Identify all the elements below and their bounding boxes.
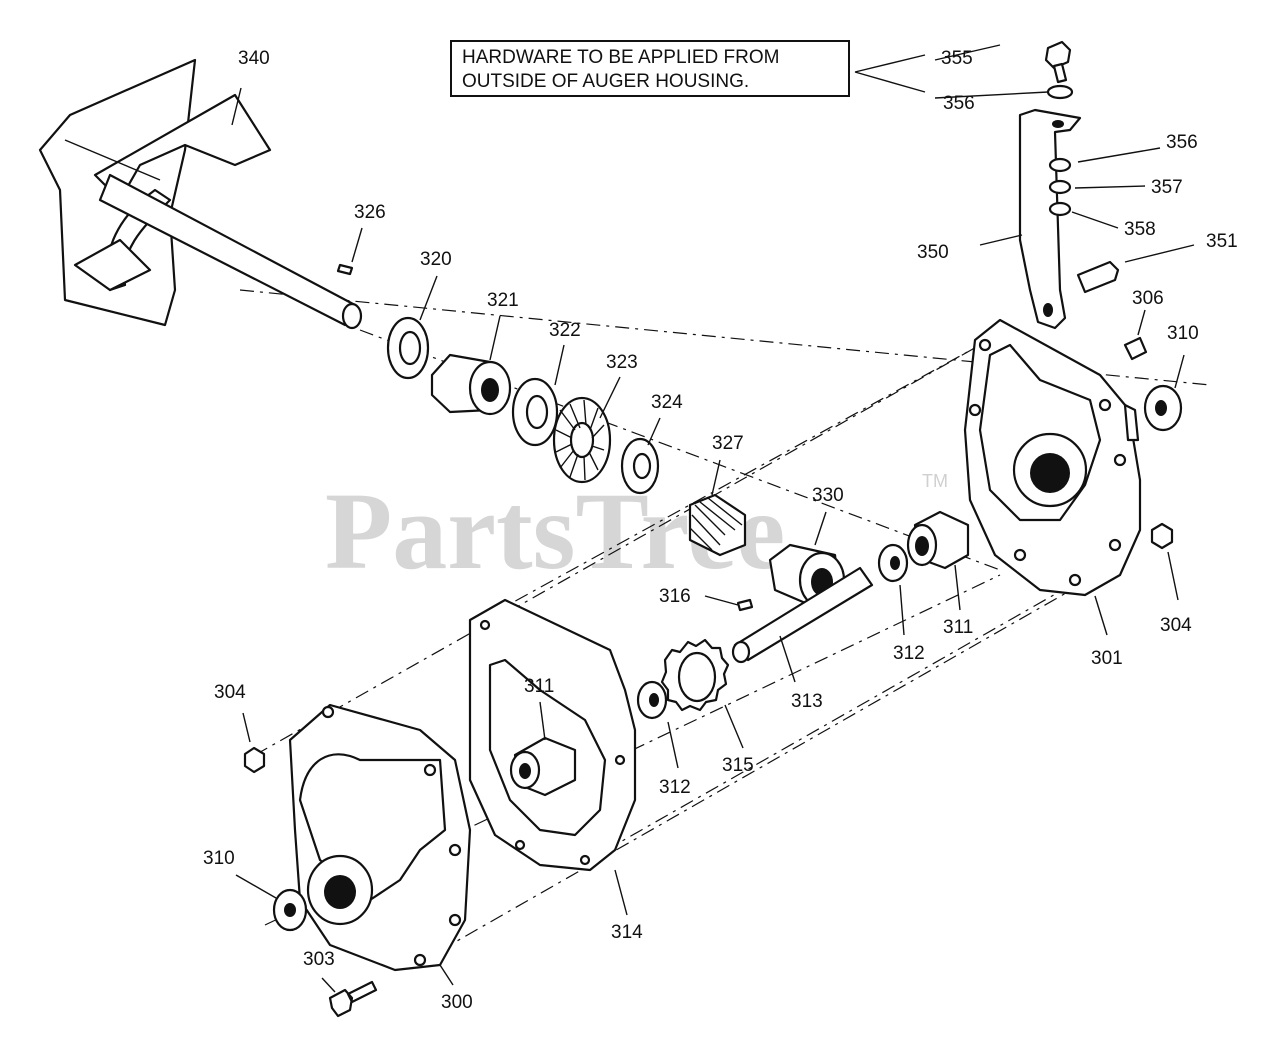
label-327: 327 xyxy=(712,433,744,454)
auger-assembly-340 xyxy=(38,58,363,330)
key-316 xyxy=(736,598,754,612)
seal-310-left xyxy=(272,888,308,932)
label-324: 324 xyxy=(651,392,683,413)
label-358: 358 xyxy=(1124,219,1156,240)
label-321: 321 xyxy=(487,290,519,311)
bolt-351 xyxy=(1076,260,1120,294)
note-line-2: OUTSIDE OF AUGER HOUSING. xyxy=(462,71,749,92)
label-306: 306 xyxy=(1132,288,1164,309)
label-312-left: 312 xyxy=(659,777,691,798)
washer-322 xyxy=(511,377,559,447)
label-326: 326 xyxy=(354,202,386,223)
hardware-note: HARDWARE TO BE APPLIED FROM OUTSIDE OF A… xyxy=(450,40,926,97)
seal-310-right xyxy=(1143,384,1183,432)
washer-357 xyxy=(1048,179,1072,195)
label-323: 323 xyxy=(606,352,638,373)
label-355: 355 xyxy=(941,48,973,69)
worm-gear-327 xyxy=(688,493,747,557)
label-310-left: 310 xyxy=(203,848,235,869)
thrust-bearing-323 xyxy=(552,396,612,484)
label-315: 315 xyxy=(722,755,754,776)
label-314: 314 xyxy=(611,922,643,943)
washer-356 xyxy=(1048,157,1072,173)
bolt-303 xyxy=(328,980,378,1018)
leader-lines xyxy=(231,44,1195,993)
label-356: 356 xyxy=(1166,132,1198,153)
label-312-right: 312 xyxy=(893,643,925,664)
housing-300 xyxy=(288,703,472,972)
label-322: 322 xyxy=(549,320,581,341)
bearing-311-right xyxy=(906,510,970,570)
washer-320 xyxy=(386,316,430,380)
label-303: 303 xyxy=(303,949,335,970)
note-line-1: HARDWARE TO BE APPLIED FROM xyxy=(462,47,779,68)
nut-304-right xyxy=(1150,522,1174,550)
label-310-right: 310 xyxy=(1167,323,1199,344)
washer-356-top xyxy=(1046,84,1074,100)
key-326 xyxy=(336,263,354,276)
bearing-311-left xyxy=(509,736,577,797)
nut-304-left xyxy=(243,746,266,774)
nut-358 xyxy=(1048,201,1072,217)
label-300: 300 xyxy=(441,992,473,1013)
watermark-tm: TM xyxy=(922,471,948,491)
label-320: 320 xyxy=(420,249,452,270)
gear-315 xyxy=(660,638,730,712)
label-313: 313 xyxy=(791,691,823,712)
gasket-314 xyxy=(468,598,637,872)
bracket-350 xyxy=(1018,108,1082,330)
housing-301 xyxy=(963,318,1142,597)
label-301: 301 xyxy=(1091,648,1123,669)
label-350: 350 xyxy=(917,242,949,263)
washer-312-left xyxy=(636,680,668,720)
washer-324 xyxy=(620,437,660,495)
label-311-left: 311 xyxy=(524,676,554,697)
part-labels: 340 326 320 321 322 323 324 327 330 316 … xyxy=(203,48,1238,1013)
label-351: 351 xyxy=(1206,231,1238,252)
shaft-313 xyxy=(731,566,874,664)
bolt-355 xyxy=(1044,40,1072,84)
label-311-right: 311 xyxy=(943,617,973,638)
washer-312-right xyxy=(877,543,909,583)
label-316: 316 xyxy=(659,586,691,607)
label-357: 357 xyxy=(1151,177,1183,198)
label-304-right: 304 xyxy=(1160,615,1192,636)
label-356-top: 356 xyxy=(943,93,975,114)
label-340: 340 xyxy=(238,48,270,69)
label-330: 330 xyxy=(812,485,844,506)
setscrew-306 xyxy=(1123,336,1148,361)
label-304-left: 304 xyxy=(214,682,246,703)
bearing-321 xyxy=(430,353,512,416)
